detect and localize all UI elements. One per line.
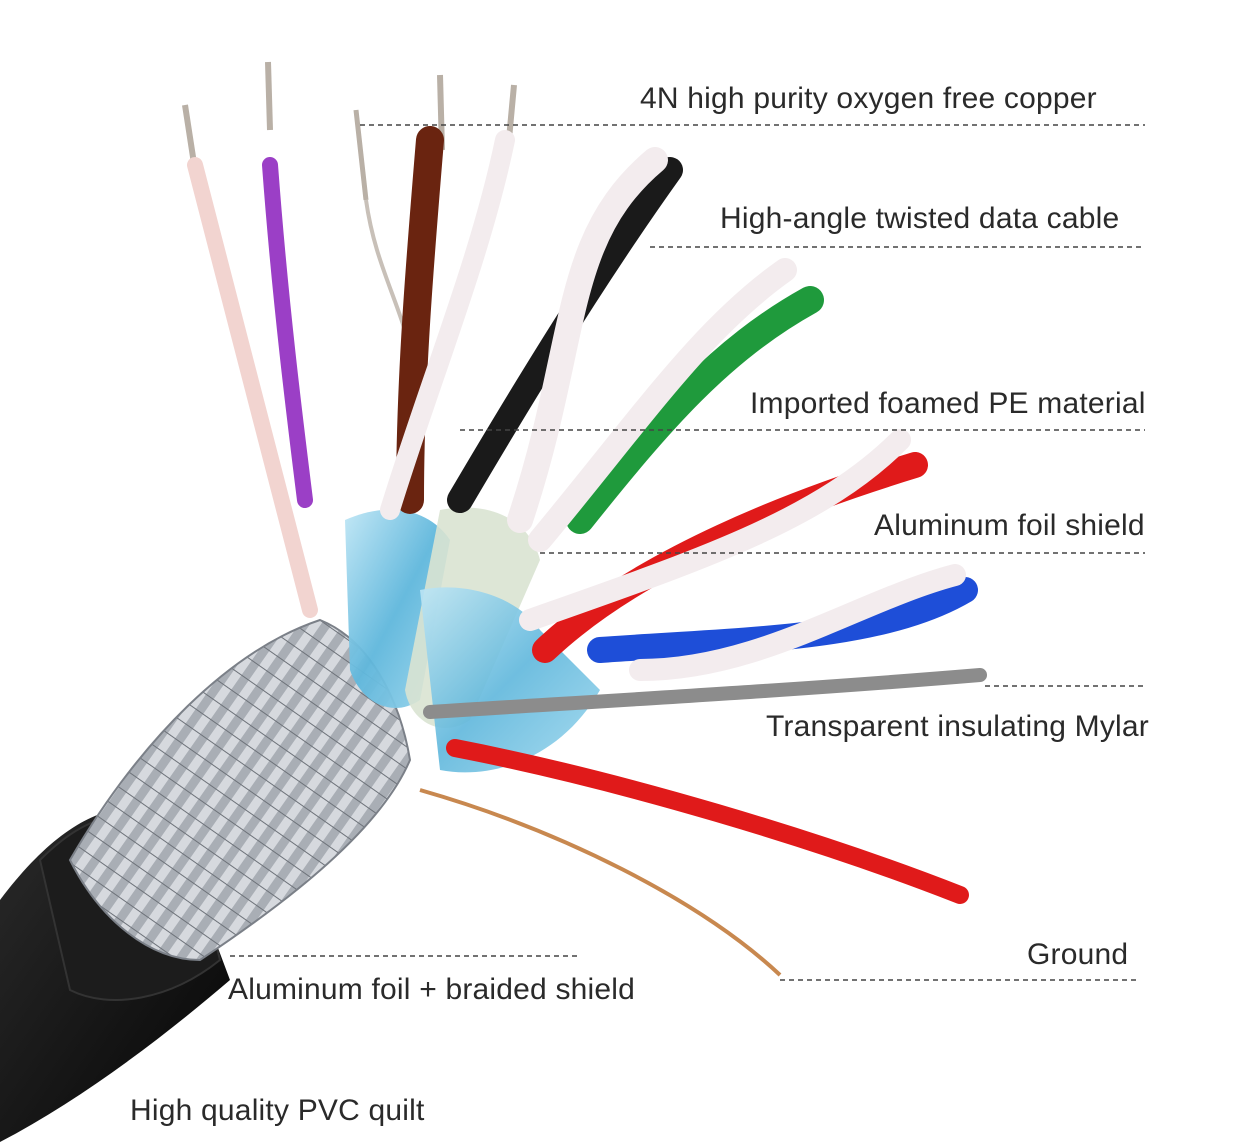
wire-pink [187, 157, 318, 618]
pair-white-4 [629, 564, 966, 681]
wire-ground [419, 788, 782, 977]
wire-purple [262, 157, 313, 508]
label-braided-shield: Aluminum foil + braided shield [228, 973, 636, 1006]
pair-white-3 [519, 429, 911, 631]
wire-white-tall [380, 130, 515, 520]
label-foamed-pe: Imported foamed PE material [750, 387, 1146, 420]
wire-red [446, 739, 969, 904]
label-ground: Ground [1027, 938, 1129, 971]
label-mylar: Transparent insulating Mylar [766, 710, 1149, 743]
label-twisted-data-cable: High-angle twisted data cable [720, 202, 1120, 235]
label-copper: 4N high purity oxygen free copper [640, 82, 1097, 115]
braided-shield [68, 618, 412, 962]
copper-tip-3 [353, 109, 369, 201]
foil-shield-3 [420, 587, 600, 773]
pair-white-1 [507, 147, 668, 533]
label-pvc-quilt: High quality PVC quilt [130, 1094, 425, 1127]
wire-gray [423, 668, 987, 719]
pair-green [566, 286, 824, 534]
label-aluminum-foil-shield: Aluminum foil shield [874, 509, 1145, 542]
copper-tip-2 [265, 61, 273, 131]
pair-white-2 [528, 258, 797, 552]
